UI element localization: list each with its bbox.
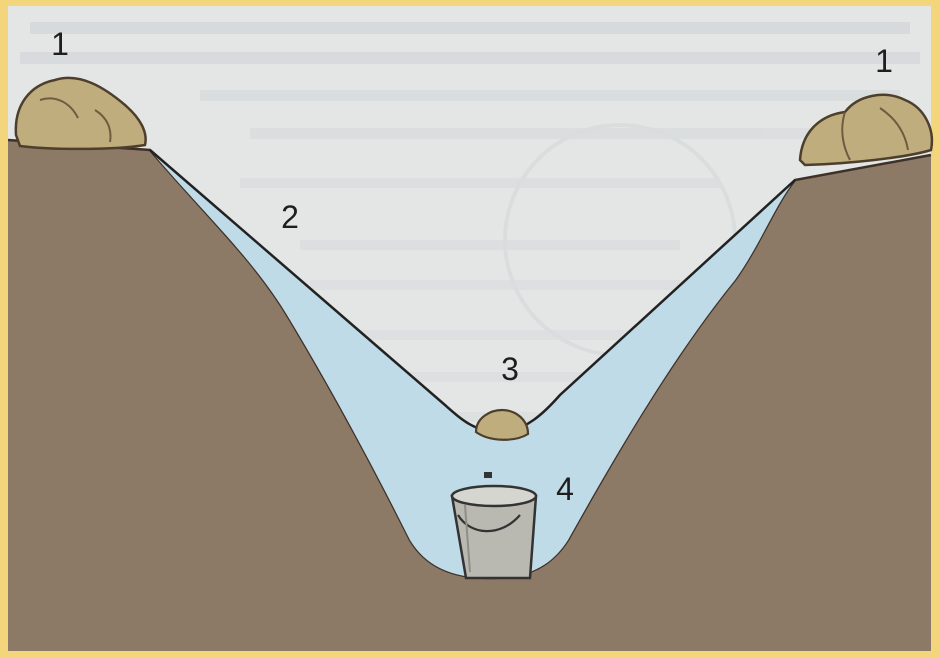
label-rock-left: 1 xyxy=(51,26,69,62)
label-bucket: 4 xyxy=(556,471,574,507)
label-center-stone: 3 xyxy=(501,351,519,387)
label-plastic-sheet: 2 xyxy=(281,199,299,235)
label-rock-right: 1 xyxy=(875,43,893,79)
bucket-icon xyxy=(452,472,536,578)
